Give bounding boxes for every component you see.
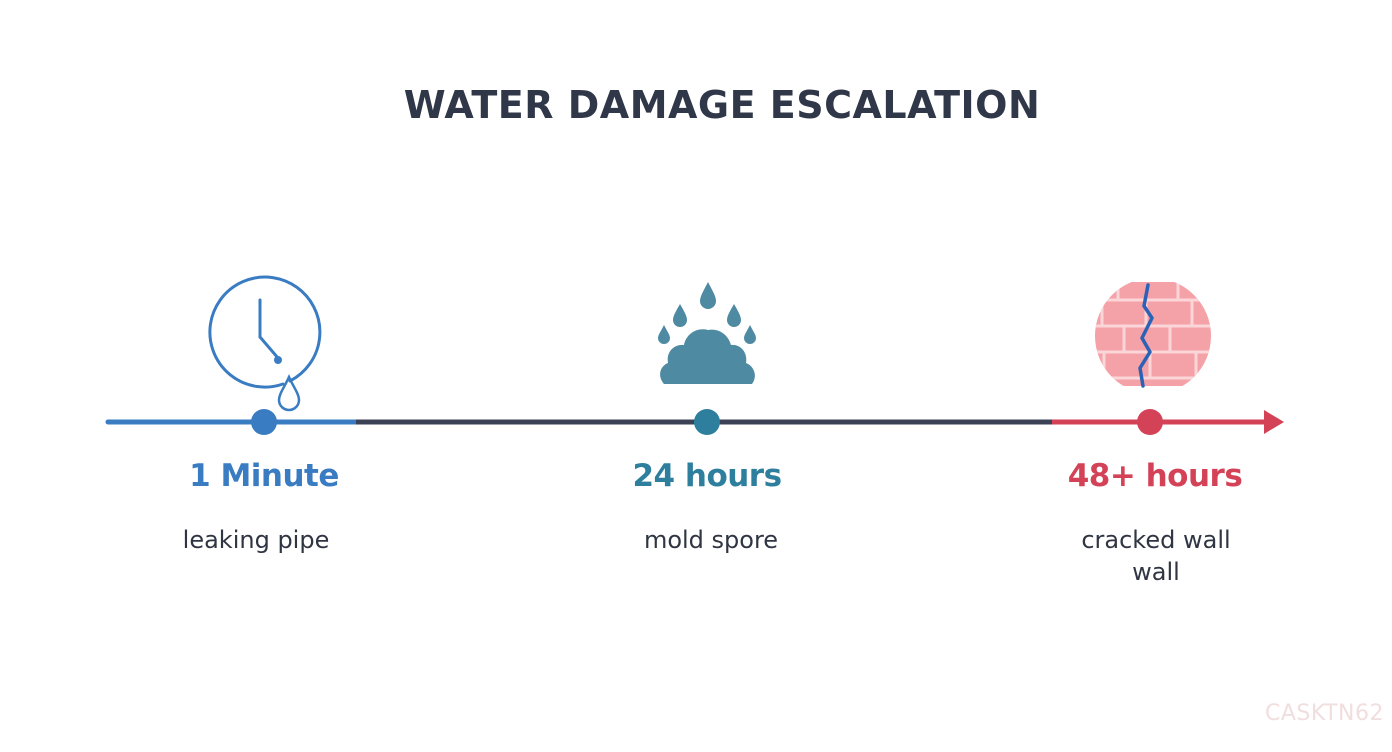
page-title: WATER DAMAGE ESCALATION <box>403 83 1041 127</box>
mold-spore-icon <box>658 282 756 384</box>
stage-time-label: 1 Minute <box>189 458 339 494</box>
cracked-brick-wall-icon <box>1095 282 1211 388</box>
watermark: CASKTN62 <box>1265 701 1384 726</box>
stage-description: leaking pipe <box>182 526 330 554</box>
timeline-marker-3 <box>1137 409 1163 435</box>
stage-time-label: 24 hours <box>632 458 782 494</box>
stage-time-label: 48+ hours <box>1067 458 1243 494</box>
clock-water-drop-icon <box>208 275 322 412</box>
stage-description: mold spore <box>643 526 779 554</box>
timeline-marker-2 <box>694 409 720 435</box>
stage-description: cracked wall wall <box>1081 526 1231 586</box>
timeline-marker-1 <box>251 409 277 435</box>
timeline-arrowhead <box>1264 410 1284 434</box>
